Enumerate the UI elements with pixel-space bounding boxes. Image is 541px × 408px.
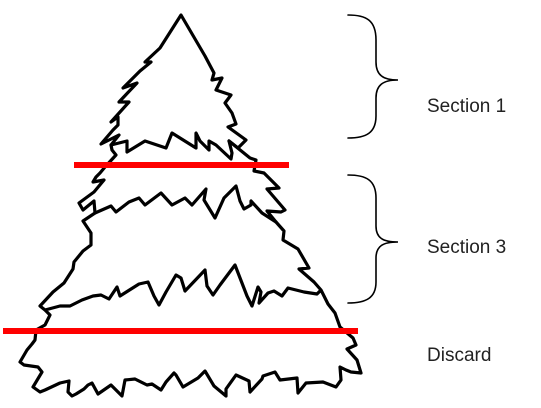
section-middle-label: Section 3	[427, 237, 507, 258]
curly-brace-icon	[347, 174, 399, 304]
tree-outline	[99, 13, 248, 161]
section-top-label: Section 1	[427, 96, 507, 117]
tree-outline-bottom	[18, 211, 363, 398]
curly-brace-icon	[347, 14, 399, 139]
discard-label: Discard	[427, 345, 492, 366]
tree-outline-lower	[77, 139, 287, 224]
